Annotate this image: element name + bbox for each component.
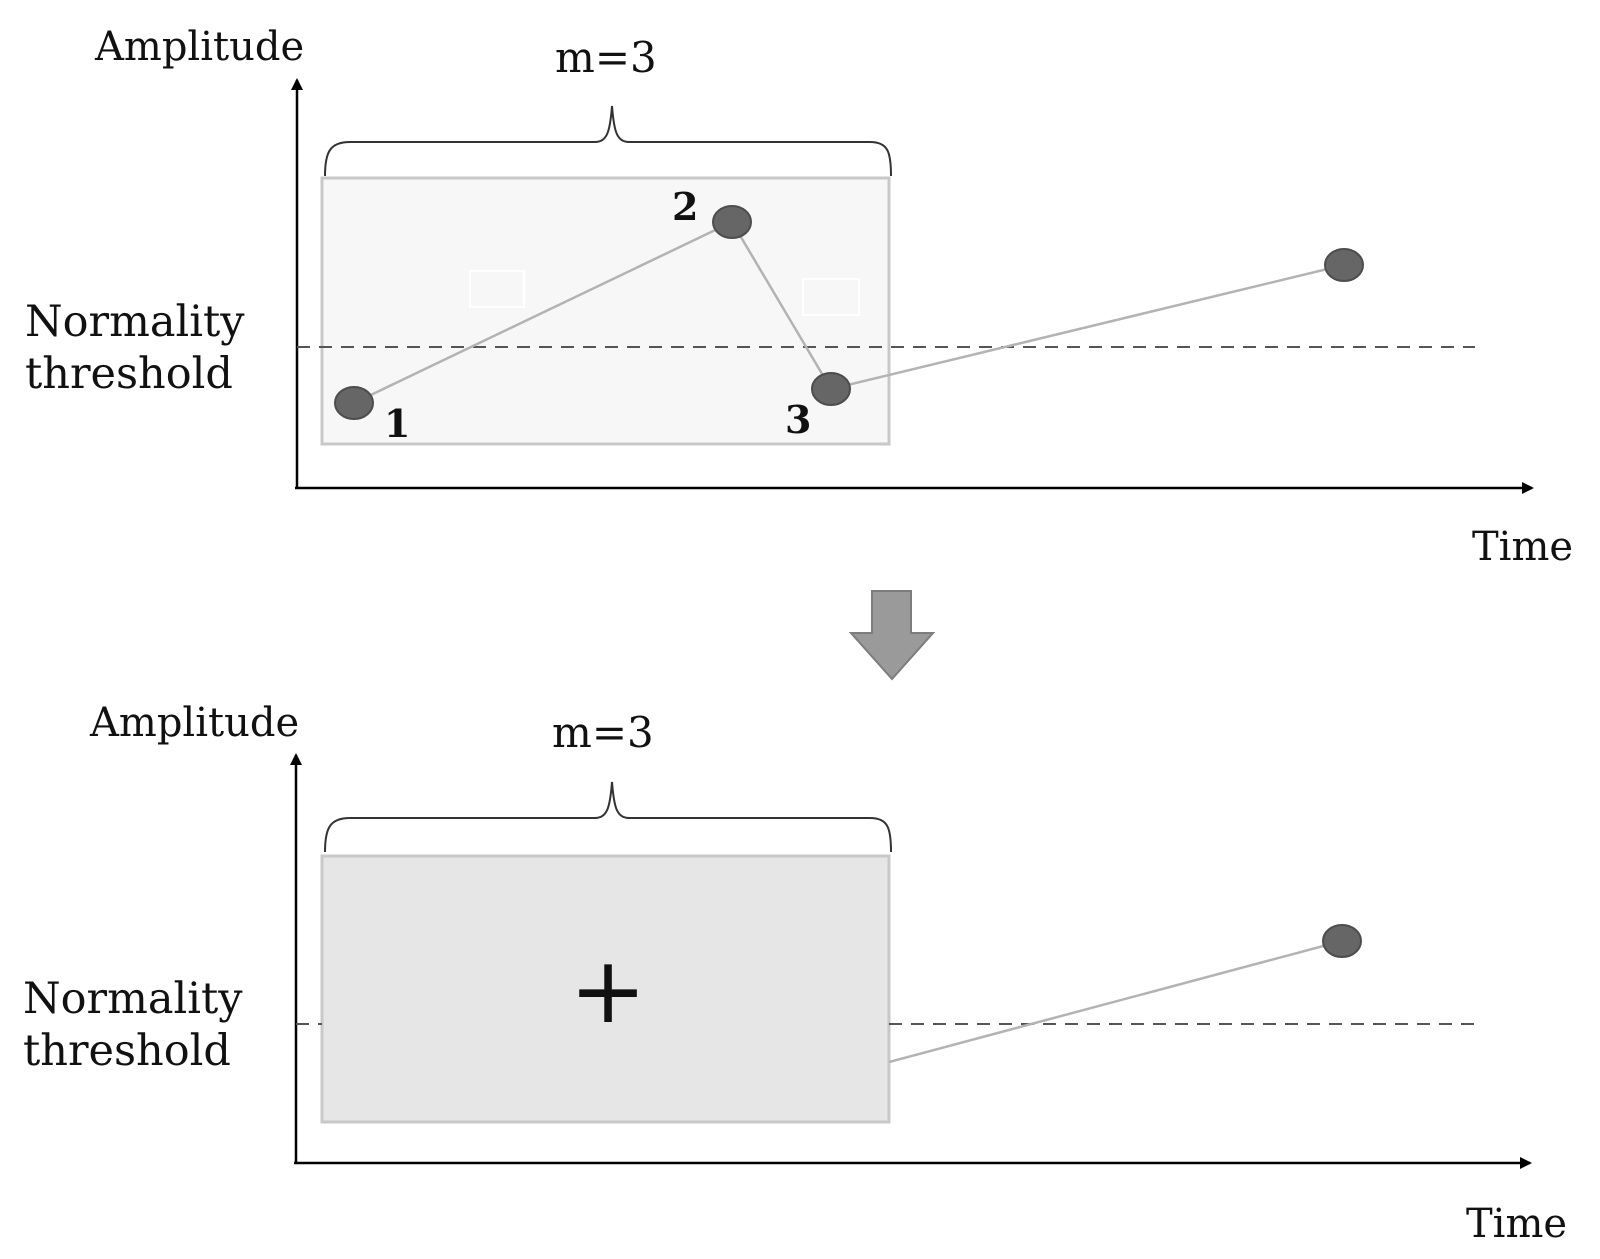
top-window-inner-mark-2 bbox=[802, 278, 860, 316]
down-arrow-icon bbox=[848, 590, 936, 681]
top-point-label-3: 3 bbox=[785, 397, 811, 442]
top-point-3 bbox=[811, 372, 851, 406]
top-series-line bbox=[353, 220, 1345, 405]
bottom-y-axis-title: Amplitude bbox=[89, 700, 299, 746]
top-point-label-2: 2 bbox=[672, 184, 698, 229]
top-y-axis-title: Amplitude bbox=[94, 24, 304, 70]
top-window-inner-mark-1 bbox=[469, 270, 525, 308]
bottom-window-brace bbox=[324, 781, 892, 853]
top-window-brace bbox=[324, 105, 892, 177]
top-panel: Amplitude Time Normality threshold m=3 1… bbox=[25, 24, 1573, 570]
bottom-threshold-label-line2: threshold bbox=[23, 1026, 231, 1076]
top-point-1 bbox=[334, 386, 374, 420]
bottom-panel: + Amplitude Time Normality threshold m=3 bbox=[23, 700, 1567, 1247]
bottom-threshold-label-line1: Normality bbox=[23, 974, 243, 1024]
top-x-axis-title: Time bbox=[1472, 524, 1573, 570]
aggregate-plus-symbol: + bbox=[569, 937, 646, 1044]
bottom-x-axis-title: Time bbox=[1466, 1201, 1567, 1247]
bottom-window-box bbox=[320, 854, 891, 1124]
bottom-point-1 bbox=[1322, 924, 1362, 958]
top-point-4 bbox=[1324, 248, 1364, 282]
top-point-label-1: 1 bbox=[384, 401, 410, 446]
bottom-series-line bbox=[888, 939, 1343, 1064]
top-window-box bbox=[320, 176, 891, 446]
top-point-2 bbox=[712, 205, 752, 239]
top-threshold-label-line2: threshold bbox=[25, 349, 233, 399]
top-window-label: m=3 bbox=[555, 33, 657, 82]
top-threshold-label-line1: Normality bbox=[25, 297, 245, 347]
bottom-window-label: m=3 bbox=[552, 708, 654, 757]
